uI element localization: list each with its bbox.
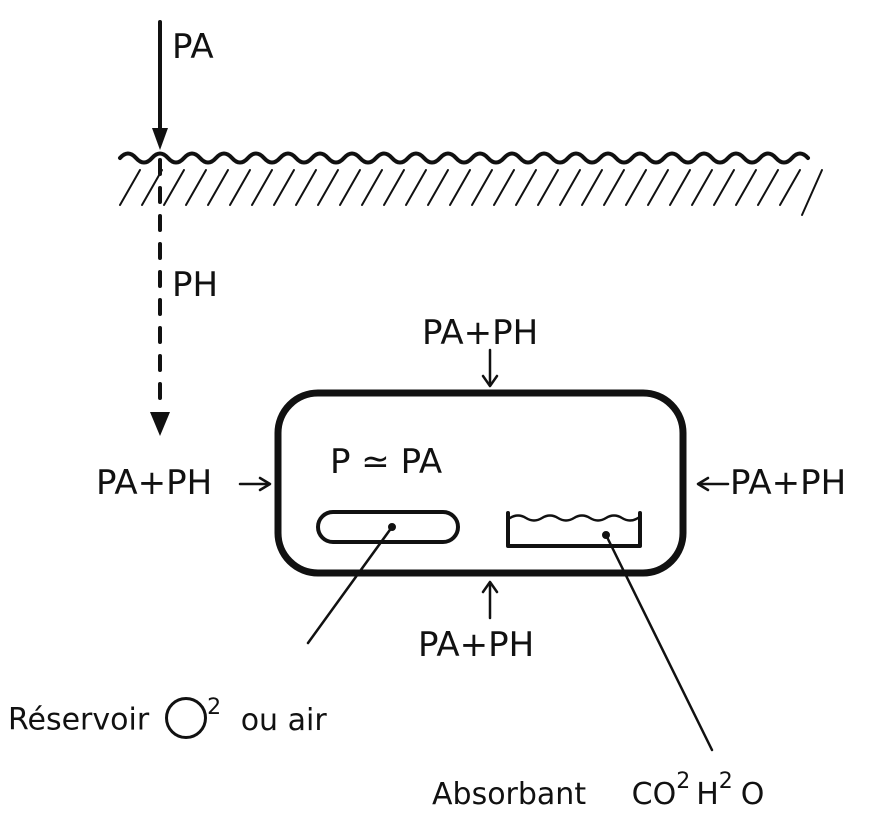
label-pa-ph-top: PA+PH — [422, 313, 539, 353]
formula-o: O — [740, 777, 765, 812]
formula-co: CO — [631, 777, 677, 812]
ground-surface — [118, 151, 810, 165]
formula-h-sup: 2 — [718, 769, 733, 794]
label-inside-pressure: P ≃ PA — [330, 442, 443, 482]
reservoir-suffix: ou air — [240, 702, 327, 738]
reservoir-text: Réservoir — [8, 702, 150, 738]
label-ph: PH — [172, 265, 219, 305]
formula-co-sup: 2 — [676, 769, 691, 794]
label-pa-ph-right: PA+PH — [730, 463, 847, 503]
label-pa-top: PA — [172, 27, 214, 67]
formula-h: H — [696, 777, 719, 812]
container-box — [274, 389, 687, 577]
ground-hatching — [119, 169, 823, 216]
oxygen-circle-icon — [165, 697, 208, 739]
label-reservoir: Réservoir 2 ou air — [8, 696, 327, 742]
label-pa-ph-left: PA+PH — [96, 463, 213, 503]
absorbant-leader — [604, 533, 714, 752]
absorbant-text: Absorbant — [432, 777, 587, 812]
reservoir-capsule — [316, 510, 460, 544]
absorbant-surface — [508, 514, 640, 522]
label-pa-ph-bottom: PA+PH — [418, 625, 535, 665]
ph-arrow-head — [150, 412, 170, 436]
reservoir-sup: 2 — [207, 694, 222, 720]
pa-arrow-head — [152, 128, 168, 150]
reservoir-leader — [306, 525, 394, 645]
absorbant-tray — [506, 511, 642, 548]
